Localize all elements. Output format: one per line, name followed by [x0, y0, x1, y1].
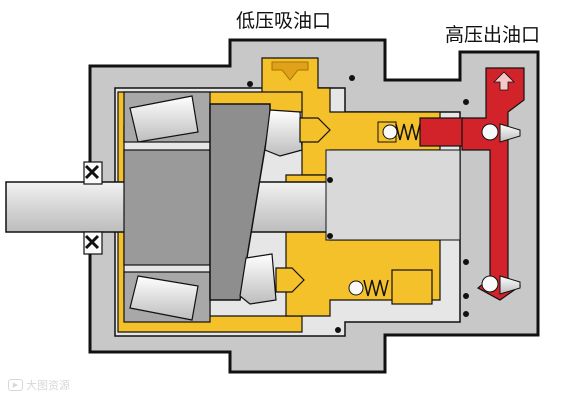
swash-plate	[209, 103, 271, 301]
high-pressure-oil	[461, 67, 525, 301]
piston-top	[299, 117, 331, 143]
outlet-arrow-icon	[493, 71, 515, 91]
low-pressure-inlet-label: 低压吸油口	[236, 10, 332, 32]
bearing-top	[123, 91, 211, 143]
high-pressure-outlet-label: 高压出油口	[445, 24, 541, 46]
shaft-seal-bottom	[83, 231, 103, 255]
shaft-hub	[123, 149, 211, 266]
play-badge-icon: ▶	[8, 379, 23, 391]
outlet-check-poppet-bottom	[499, 275, 521, 295]
shaft-seal-top	[83, 161, 103, 185]
watermark: ▶ 大图资源	[8, 377, 70, 393]
bearing-bottom	[123, 271, 211, 323]
piston-bottom	[275, 267, 305, 293]
cylinder-block	[325, 149, 461, 241]
check-valve-top	[377, 117, 465, 147]
outlet-check-ball-bottom	[481, 275, 499, 293]
outlet-check-poppet-top	[499, 123, 521, 143]
watermark-text: 大图资源	[26, 379, 70, 392]
inlet-arrow-icon	[271, 61, 309, 81]
o-ring-seals	[247, 75, 469, 333]
check-valve-bottom	[348, 269, 433, 305]
outlet-check-ball-top	[481, 123, 499, 141]
piston-shoe-bottom	[239, 253, 277, 305]
piston-shoe-top	[264, 109, 303, 157]
